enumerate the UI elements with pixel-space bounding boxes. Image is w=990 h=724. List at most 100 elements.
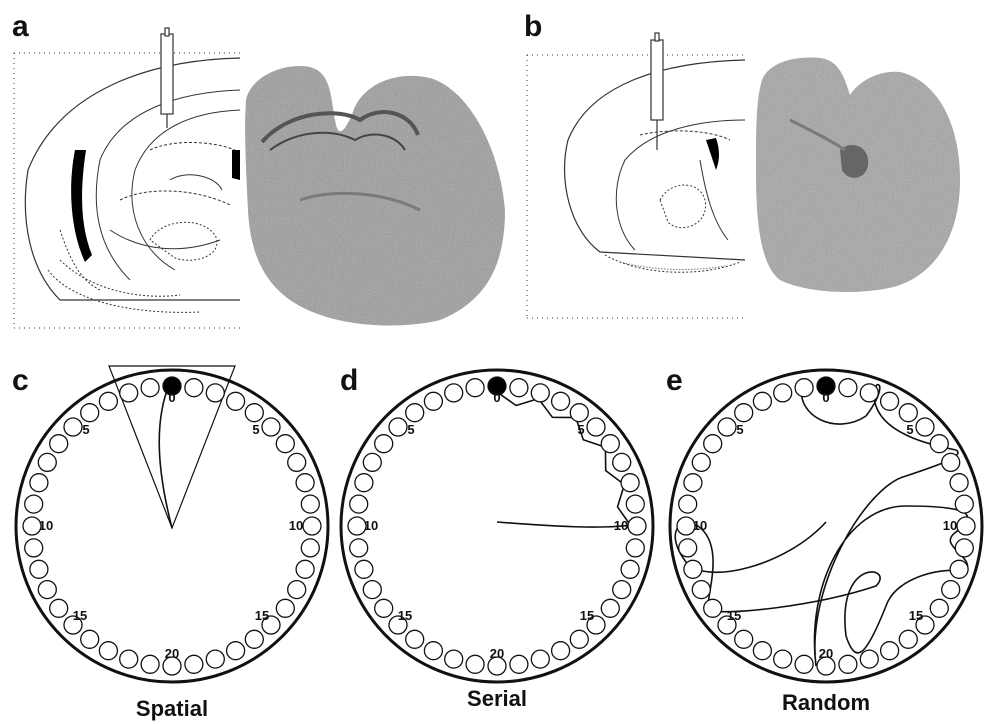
maze-hole	[301, 539, 319, 557]
maze-hole	[570, 630, 588, 648]
maze-hole	[860, 650, 878, 668]
hole-number-label: 5	[736, 422, 743, 437]
maze-hole	[350, 495, 368, 513]
maze-hole	[406, 404, 424, 422]
hole-number-label: 0	[822, 390, 829, 405]
maze-hole	[301, 495, 319, 513]
hole-number-label: 20	[819, 646, 833, 661]
maze-hole	[957, 517, 975, 535]
maze-hole	[276, 599, 294, 617]
atlas-diagram-a	[14, 53, 240, 328]
maze-hole	[601, 599, 619, 617]
maze-hole	[950, 560, 968, 578]
hole-number-label: 5	[407, 422, 414, 437]
maze-hole	[406, 630, 424, 648]
maze-hole	[795, 379, 813, 397]
maze-hole	[679, 495, 697, 513]
maze-hole	[363, 453, 381, 471]
maze-hole	[942, 453, 960, 471]
maze-hole	[288, 581, 306, 599]
maze-hole	[355, 560, 373, 578]
hole-number-label: 5	[577, 422, 584, 437]
maze-hole	[626, 539, 644, 557]
maze-hole	[141, 379, 159, 397]
ventricle-a-left	[71, 150, 92, 262]
maze-hole	[245, 630, 263, 648]
maze-hole	[276, 435, 294, 453]
hole-number-label: 5	[906, 422, 913, 437]
hole-number-label: 5	[82, 422, 89, 437]
hole-number-label: 15	[398, 608, 412, 623]
ventricle-b	[706, 138, 719, 170]
maze-hole	[64, 418, 82, 436]
hole-number-label: 5	[252, 422, 259, 437]
maze-hole	[587, 418, 605, 436]
maze-hole	[552, 642, 570, 660]
maze-hole	[227, 392, 245, 410]
panel-letter-c: c	[12, 364, 29, 397]
cannula-a	[161, 28, 173, 128]
maze-hole	[930, 599, 948, 617]
maze-hole	[38, 453, 56, 471]
maze-hole	[679, 539, 697, 557]
maze-hole	[942, 581, 960, 599]
maze-hole	[718, 418, 736, 436]
maze-hole	[206, 384, 224, 402]
maze-hole	[466, 655, 484, 673]
maze-hole	[38, 581, 56, 599]
maze-hole	[445, 650, 463, 668]
maze-hole	[613, 453, 631, 471]
maze-hole	[50, 599, 68, 617]
maze-hole	[296, 560, 314, 578]
panel-letter-b: b	[524, 10, 542, 43]
maze-hole	[692, 453, 710, 471]
hole-number-label: 20	[490, 646, 504, 661]
maze-hole	[25, 495, 43, 513]
hole-number-label: 0	[168, 390, 175, 405]
maze-hole	[950, 474, 968, 492]
brain-section-photo-b	[756, 58, 960, 292]
maze-hole	[303, 517, 321, 535]
hole-number-label: 15	[73, 608, 87, 623]
maze-hole	[30, 560, 48, 578]
maze-hole	[288, 453, 306, 471]
maze-hole	[99, 642, 117, 660]
maze-hole	[531, 650, 549, 668]
hole-number-label: 20	[165, 646, 179, 661]
maze-hole	[375, 599, 393, 617]
maze-hole	[262, 418, 280, 436]
hole-number-label: 10	[289, 518, 303, 533]
hole-number-label: 15	[255, 608, 269, 623]
maze-hole	[570, 404, 588, 422]
maze-hole	[510, 379, 528, 397]
maze-hole	[613, 581, 631, 599]
maze-hole	[621, 474, 639, 492]
maze-hole	[296, 474, 314, 492]
maze-hole	[141, 655, 159, 673]
maze-hole	[245, 404, 263, 422]
maze-hole	[692, 581, 710, 599]
maze-hole	[81, 630, 99, 648]
maze-hole	[839, 655, 857, 673]
maze-hole	[120, 384, 138, 402]
caption-spatial: Spatial	[136, 696, 208, 721]
maze-hole	[531, 384, 549, 402]
hole-number-label: 15	[727, 608, 741, 623]
maze-hole	[753, 642, 771, 660]
maze-hole	[621, 560, 639, 578]
maze-hole	[628, 517, 646, 535]
maze-hole	[626, 495, 644, 513]
maze-hole	[355, 474, 373, 492]
maze-hole	[227, 642, 245, 660]
cannula-b	[651, 33, 663, 150]
maze-hole	[704, 599, 722, 617]
ventricle-a-right	[232, 150, 240, 180]
maze-hole	[99, 392, 117, 410]
maze-hole	[375, 435, 393, 453]
maze-hole	[735, 404, 753, 422]
panel-b: b	[524, 10, 960, 318]
maze-hole	[881, 642, 899, 660]
maze-hole	[424, 392, 442, 410]
